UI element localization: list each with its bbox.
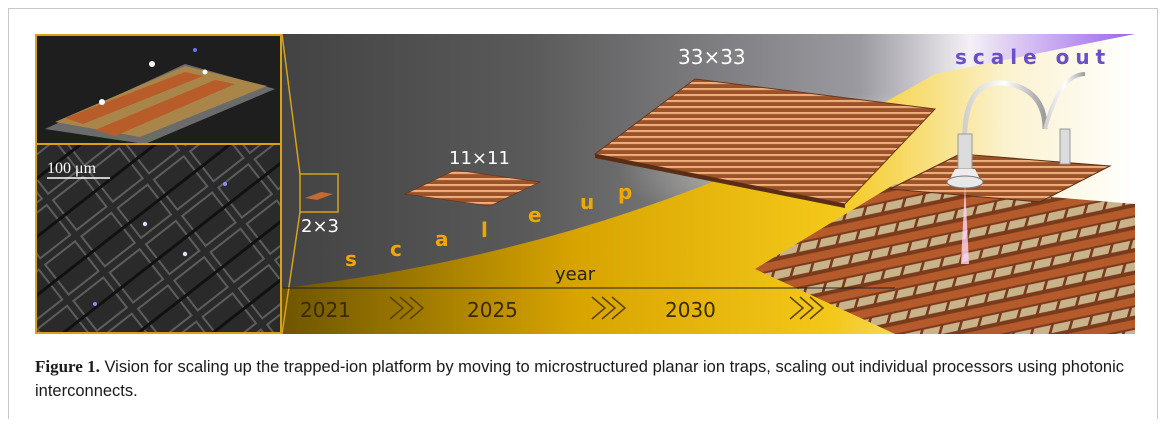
chip-2x3 (299, 173, 339, 213)
scale-up-letter: a (435, 227, 449, 251)
zoom-line (281, 211, 301, 334)
scale-up-letter: p (618, 180, 632, 204)
year-label: 2030 (665, 298, 716, 322)
caption-text: Vision for scaling up the trapped-ion pl… (35, 358, 1125, 400)
page-frame-top (8, 8, 1158, 9)
scale-up-letter: s (345, 247, 357, 271)
chip-scale-out (755, 153, 1135, 334)
scale-up-letter: l (481, 218, 488, 242)
grid-11-label: 11×11 (449, 148, 510, 169)
scale-up-letter: u (580, 190, 594, 214)
grid-2-label: 2×3 (301, 216, 339, 237)
scale-up-letter: c (390, 237, 402, 261)
inset-frame (35, 34, 282, 334)
chevron-group (389, 296, 825, 320)
figure-caption: Figure 1. Vision for scaling up the trap… (35, 355, 1135, 403)
scale-out-label: scale out (955, 45, 1111, 69)
chip-11x11 (403, 169, 542, 207)
figure-panel: 33×33 11×11 2×3 100 μm year scale out s … (35, 34, 1135, 334)
grid-33-label: 33×33 (678, 45, 746, 69)
inset-render (35, 34, 282, 144)
fiber-optics (946, 72, 1086, 264)
year-label: 2021 (300, 298, 351, 322)
caption-label: Figure 1. (35, 357, 100, 376)
page-frame (8, 8, 1158, 419)
zoom-line (281, 34, 301, 175)
year-axis-label: year (555, 264, 596, 285)
inset-micrograph (35, 144, 282, 334)
chip-33x33 (593, 78, 937, 208)
scale-bar-label: 100 μm (47, 160, 97, 177)
scale-up-letter: e (528, 203, 542, 227)
year-label: 2025 (467, 298, 518, 322)
